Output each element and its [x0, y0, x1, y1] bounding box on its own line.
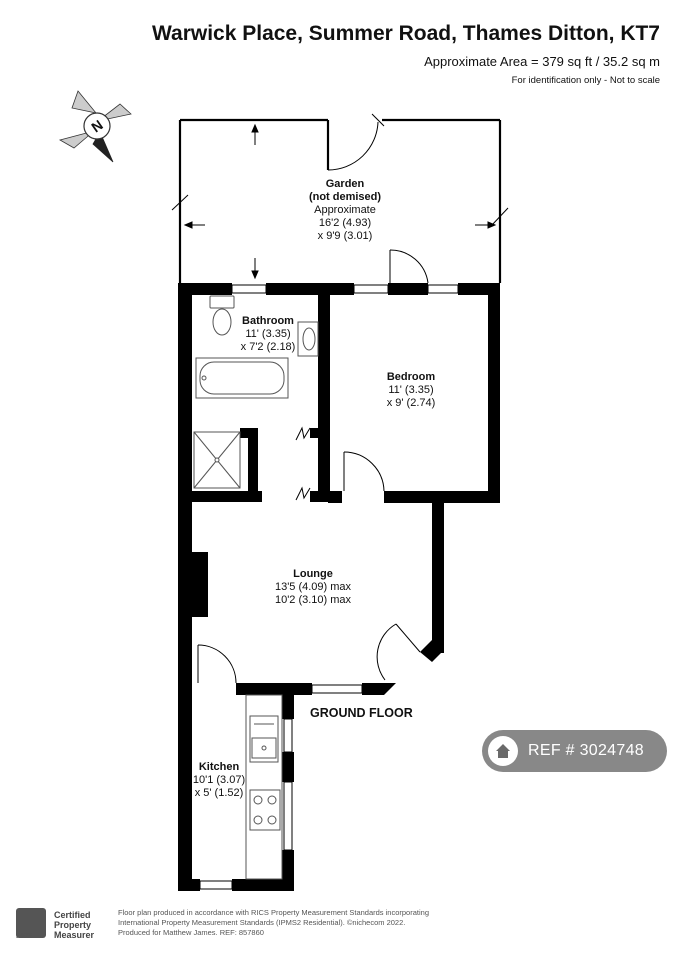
kitchen-fixtures: [245, 694, 283, 880]
certified-measurer: Certified Property Measurer: [54, 910, 94, 940]
bedroom-dim1: 11' (3.35): [388, 384, 434, 396]
kitchen-dim2: x 5' (1.52): [194, 787, 244, 799]
bathroom-name: Bathroom: [242, 315, 294, 327]
lounge-dim1: 13'5 (4.09) max: [274, 581, 352, 593]
garden-approx: Approximate: [314, 204, 376, 216]
bathroom-dim1: 11' (3.35): [245, 328, 291, 340]
compass-icon: N: [58, 90, 132, 163]
lounge-name: Lounge: [293, 568, 333, 580]
lounge-dim2: 10'2 (3.10) max: [274, 594, 352, 606]
garden-dim1: 16'2 (4.93): [318, 217, 372, 229]
cert-line2: Property: [54, 920, 92, 930]
cert-line3: Measurer: [54, 930, 95, 940]
garden-dim2: x 9'9 (3.01): [317, 230, 373, 242]
bedroom-name: Bedroom: [386, 371, 436, 383]
rics-text: RICS: [16, 933, 33, 940]
footer-line2: International Property Measurement Stand…: [118, 918, 406, 927]
walls: [178, 283, 500, 891]
ref-badge: REF # 3024748: [482, 730, 667, 772]
kitchen-label: Kitchen 10'1 (3.07) x 5' (1.52): [193, 761, 245, 800]
lounge-label: Lounge 13'5 (4.09) max 10'2 (3.10) max: [275, 568, 351, 607]
bedroom-label: Bedroom 11' (3.35) x 9' (2.74): [387, 371, 436, 410]
bathroom-label: Bathroom 11' (3.35) x 7'2 (2.18): [241, 315, 296, 354]
cert-line1: Certified: [54, 910, 91, 920]
garden-note: (not demised): [308, 191, 382, 203]
footer-line3: Produced for Matthew James. REF: 857860: [118, 928, 264, 937]
garden-name: Garden: [325, 178, 365, 190]
home-icon: [488, 736, 518, 766]
rics-logo-icon: [16, 908, 46, 938]
bathroom-fixtures: [193, 295, 319, 489]
bathroom-dim2: x 7'2 (2.18): [240, 341, 296, 353]
footer-text: Floor plan produced in accordance with R…: [118, 908, 429, 938]
floor-label: GROUND FLOOR: [310, 706, 413, 720]
footer-line1: Floor plan produced in accordance with R…: [118, 908, 429, 917]
kitchen-name: Kitchen: [198, 761, 240, 773]
ref-text: REF # 3024748: [528, 742, 644, 759]
garden-label: Garden (not demised) Approximate 16'2 (4…: [309, 178, 381, 243]
approximate-area: Approximate Area = 379 sq ft / 35.2 sq m: [424, 54, 660, 69]
bedroom-dim2: x 9' (2.74): [386, 397, 436, 409]
kitchen-dim1: 10'1 (3.07): [192, 774, 246, 786]
scale-note: For identification only - Not to scale: [511, 75, 660, 86]
page-title: Warwick Place, Summer Road, Thames Ditto…: [151, 22, 660, 45]
